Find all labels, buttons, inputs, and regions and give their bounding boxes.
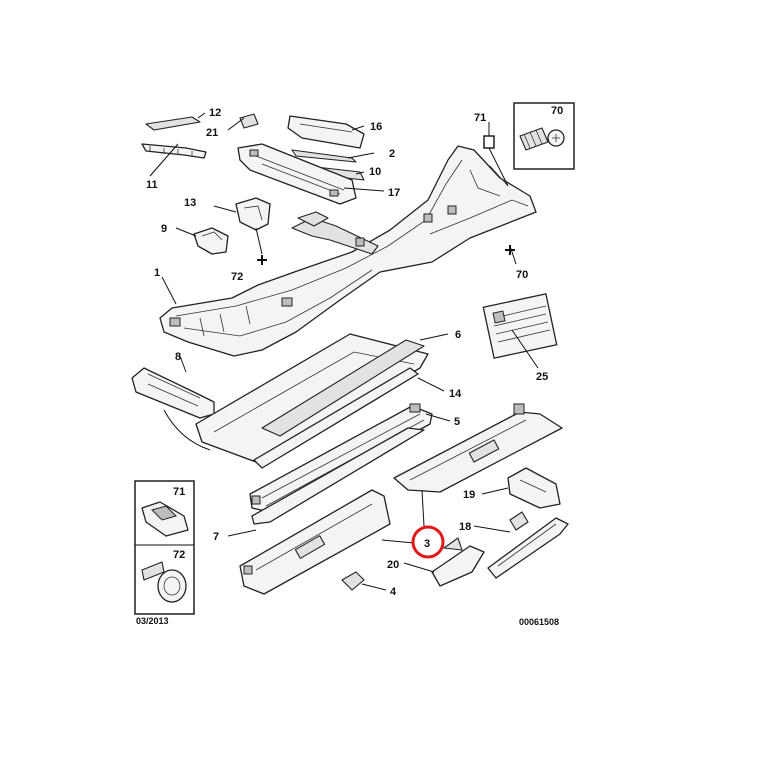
callout-5: 5: [454, 416, 460, 428]
leader-lines: [149, 112, 539, 591]
rear-mirror-large-part: [487, 517, 569, 579]
callout-8: 8: [175, 351, 181, 363]
callout-1: 1: [154, 267, 160, 279]
callout-9: 9: [161, 223, 167, 235]
side-bracket-part: [131, 367, 215, 419]
callout-21: 20: [387, 559, 399, 571]
bracket-part: [235, 197, 271, 231]
fastener-72-part: [141, 561, 187, 603]
callout-72-top: 72: [231, 271, 243, 283]
callout-11: 11: [146, 179, 158, 191]
callout-3: 3: [424, 538, 430, 550]
date-code: 03/2013: [136, 616, 169, 626]
sunshade-tube-part: [253, 367, 419, 469]
console-cover-part: [287, 115, 365, 149]
callout-20: 21: [206, 127, 218, 139]
hook-cover-part: [193, 227, 229, 255]
reference-code: 00061508: [519, 617, 559, 627]
fastener-71-part: [141, 501, 189, 537]
clip-rail-part: [141, 143, 207, 159]
callout-19: 19: [463, 489, 475, 501]
callout-10: 10: [369, 166, 381, 178]
callout-7: 7: [213, 531, 219, 543]
callout-13: 13: [184, 197, 196, 209]
screw-part: [519, 127, 565, 151]
visor-clip-part: [341, 571, 365, 591]
sunshade-roller-part: [261, 339, 425, 437]
left-rail-part: [251, 427, 425, 525]
callout-70-box: 70: [551, 105, 563, 117]
callout-25: 25: [536, 371, 548, 383]
callout-72-box: 72: [173, 549, 185, 561]
callout-71-top: 71: [474, 112, 486, 124]
callout-17: 17: [388, 187, 400, 199]
callout-6: 6: [455, 329, 461, 341]
callout-2: 2: [389, 148, 395, 160]
highlight-circle: [411, 525, 445, 559]
mirror-mount-part: [507, 467, 561, 509]
warning-label-part: [482, 293, 558, 359]
roof-frame-part: [159, 145, 537, 357]
plus-markers: [257, 245, 515, 265]
callout-4: 4: [390, 586, 397, 598]
small-cover-part: [239, 113, 259, 129]
lens-part: [291, 149, 357, 163]
callout-16: 16: [370, 121, 382, 133]
callout-14: 14: [449, 388, 462, 400]
callout-70-lower: 70: [516, 269, 528, 281]
trim-strip-part: [145, 116, 201, 131]
callout-12: 12: [209, 107, 221, 119]
callout-71-box: 71: [173, 486, 185, 498]
callout-18: 18: [459, 521, 471, 533]
rear-mirror-small-part: [431, 545, 485, 587]
